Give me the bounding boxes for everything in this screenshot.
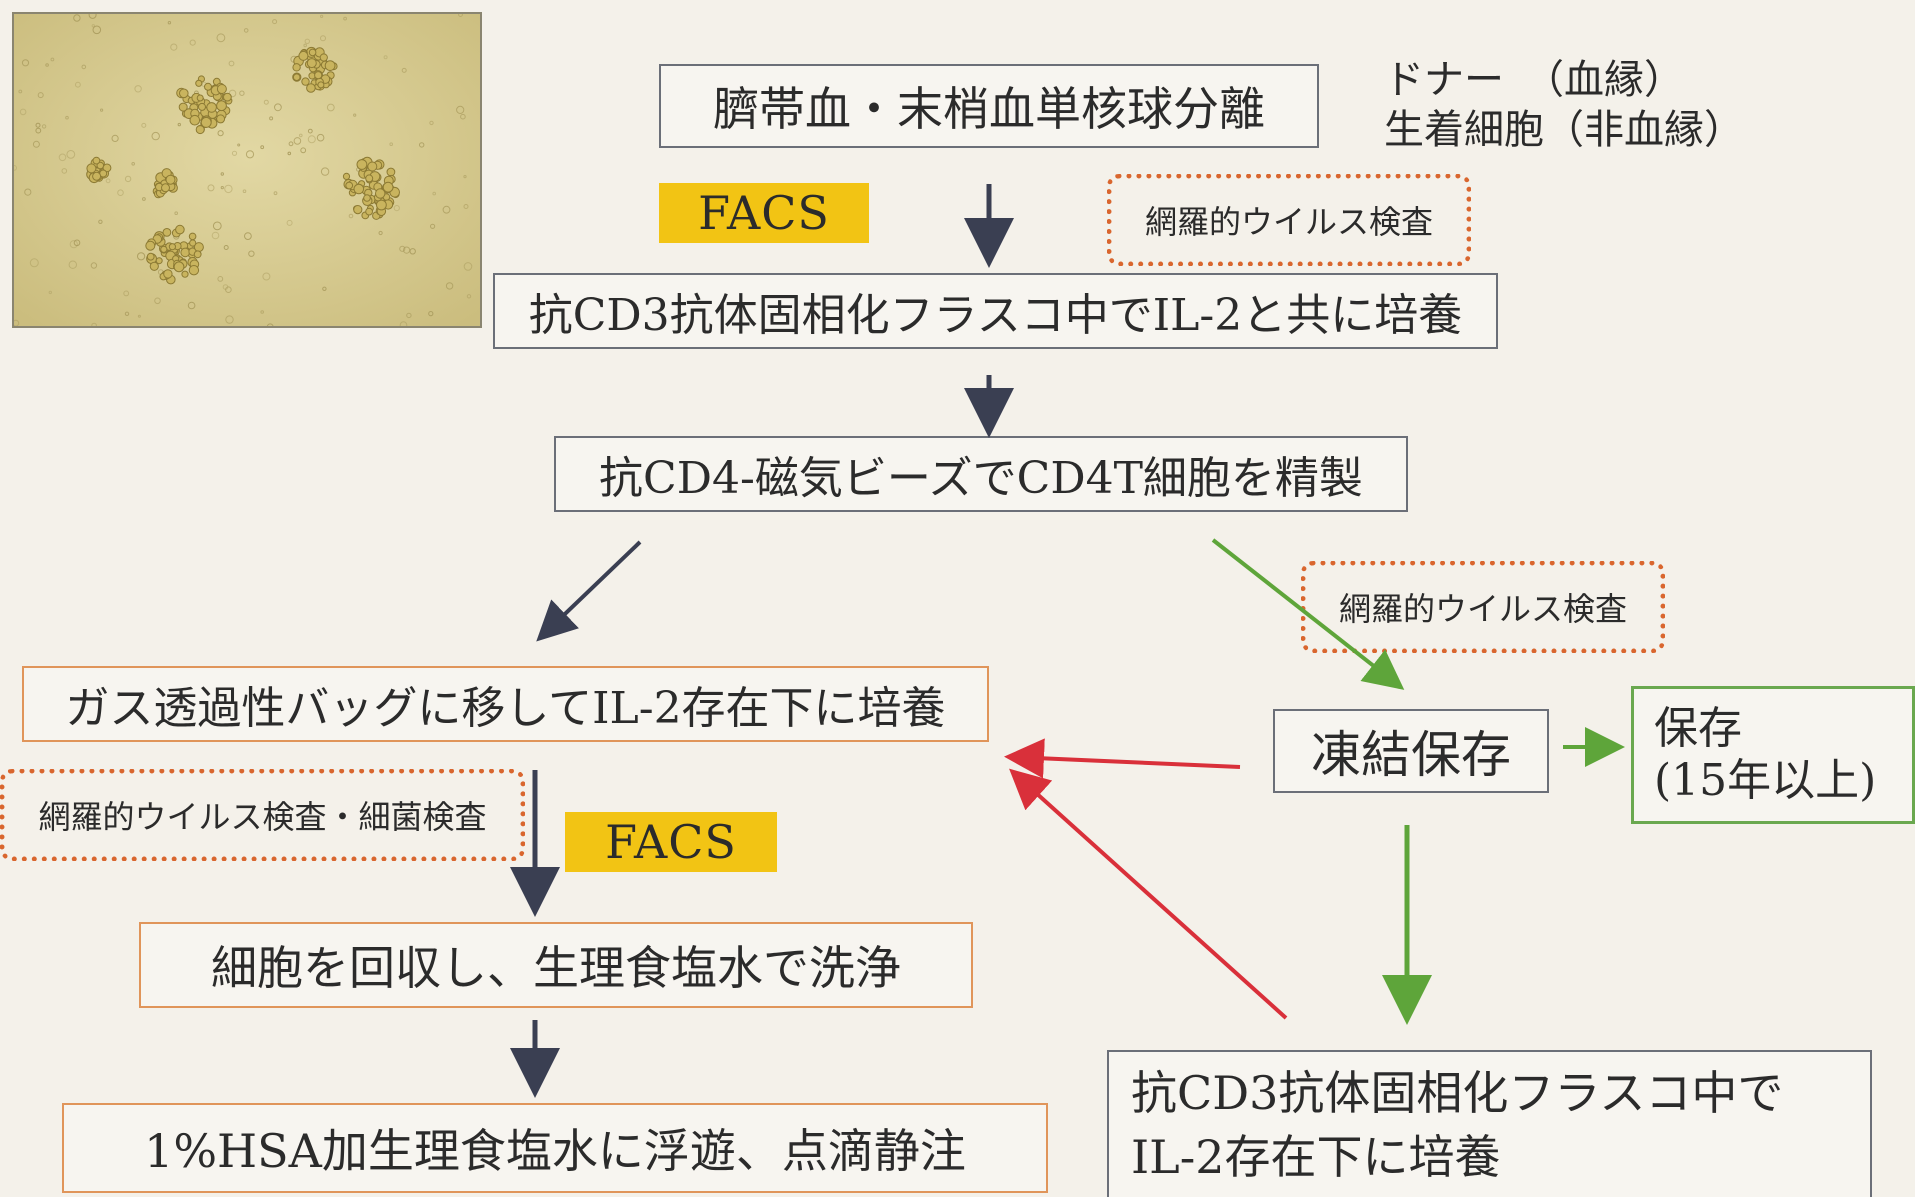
cd4-purify-label: 抗CD4-磁気ビーズでCD4T細胞を精製 xyxy=(599,453,1363,504)
wash-box: 細胞を回収し、生理食塩水で洗浄 xyxy=(139,922,973,1008)
storage-label-line2: (15年以上) xyxy=(1654,755,1877,806)
gas-bag-label: ガス透過性バッグに移してIL-2存在下に培養 xyxy=(65,683,946,734)
donor-note-line2: 生着細胞（非血縁） xyxy=(1384,107,1744,153)
arrow-cd4-to-gasbag xyxy=(536,540,642,642)
reculture-label-line2: IL-2存在下に培養 xyxy=(1131,1129,1501,1184)
separation-label: 臍帯血・末梢血単核球分離 xyxy=(713,82,1265,136)
virus-check-top-label: 網羅的ウイルス検査 xyxy=(1144,203,1433,241)
storage-box: 保存 (15年以上) xyxy=(1631,686,1915,824)
infusion-label: 1%HSA加生理食塩水に浮遊、点滴静注 xyxy=(144,1124,966,1178)
infusion-box: 1%HSA加生理食塩水に浮遊、点滴静注 xyxy=(62,1103,1048,1193)
virus-check-top: 網羅的ウイルス検査 xyxy=(1107,174,1471,266)
facs-badge-top: FACS xyxy=(659,183,869,243)
cell-cluster-image xyxy=(14,14,480,326)
facs-label-top: FACS xyxy=(698,186,830,240)
virus-check-right-label: 網羅的ウイルス検査 xyxy=(1338,590,1627,628)
separation-box: 臍帯血・末梢血単核球分離 xyxy=(659,64,1319,148)
virus-bacteria-check-label: 網羅的ウイルス検査・細菌検査 xyxy=(38,798,487,836)
gas-bag-box: ガス透過性バッグに移してIL-2存在下に培養 xyxy=(22,666,989,742)
facs-label-mid: FACS xyxy=(605,815,737,869)
culture-il2-label: 抗CD3抗体固相化フラスコ中でIL-2と共に培養 xyxy=(528,290,1463,341)
storage-label-line1: 保存 xyxy=(1654,703,1742,754)
virus-bacteria-check: 網羅的ウイルス検査・細菌検査 xyxy=(0,769,525,861)
facs-badge-mid: FACS xyxy=(565,812,777,872)
donor-note-line1: ドナー （血縁） xyxy=(1384,57,1684,103)
cell-culture-photo xyxy=(12,12,482,328)
cd4-purify-box: 抗CD4-磁気ビーズでCD4T細胞を精製 xyxy=(554,436,1408,512)
virus-check-right: 網羅的ウイルス検査 xyxy=(1301,561,1665,653)
reculture-box: 抗CD3抗体固相化フラスコ中で IL-2存在下に培養 xyxy=(1107,1050,1872,1197)
freeze-box: 凍結保存 xyxy=(1273,709,1549,793)
arrow-reculture-to-gasbag xyxy=(1009,768,1288,1020)
reculture-label-line1: 抗CD3抗体固相化フラスコ中で xyxy=(1131,1065,1784,1120)
freeze-label: 凍結保存 xyxy=(1311,726,1511,784)
wash-label: 細胞を回収し、生理食塩水で洗浄 xyxy=(211,941,901,995)
arrow-cd4-to-freeze xyxy=(1211,538,1405,690)
donor-note: ドナー （血縁） 生着細胞（非血縁） xyxy=(1384,55,1744,155)
culture-il2-box: 抗CD3抗体固相化フラスコ中でIL-2と共に培養 xyxy=(493,273,1498,349)
arrow-freeze-to-gasbag xyxy=(1004,738,1241,779)
